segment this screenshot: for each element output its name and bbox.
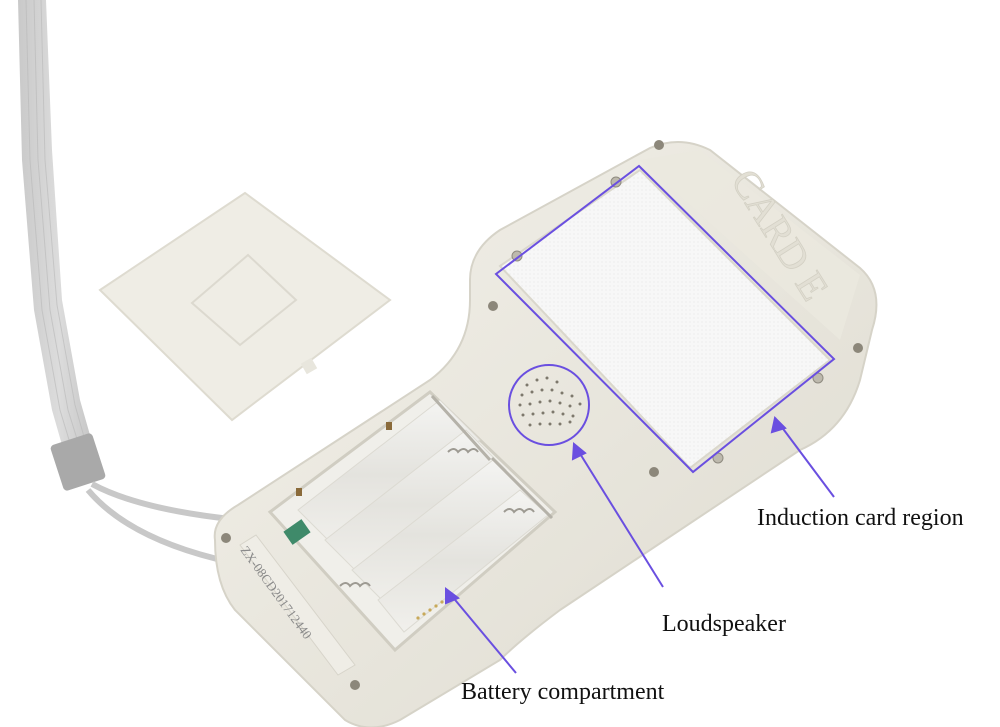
battery-compartment <box>267 390 558 653</box>
device-body: CARD E <box>213 140 878 727</box>
induction-panel <box>498 168 832 470</box>
mounting-holes <box>221 140 863 690</box>
battery-arrow-head <box>445 587 460 605</box>
lanyard <box>18 0 241 565</box>
speaker-grille <box>518 376 582 427</box>
battery-cover <box>98 191 392 422</box>
annotation-overlays <box>445 164 836 674</box>
strap-clip <box>50 433 106 491</box>
speaker-arrow-head <box>571 441 587 461</box>
induction-card-region-label: Induction card region <box>757 505 964 531</box>
induction-region-outline <box>494 164 836 474</box>
battery-arrow-line <box>445 588 517 674</box>
battery-compartment-label: Battery compartment <box>461 679 665 705</box>
loudspeaker-outline <box>508 364 590 446</box>
speaker-arrow-line <box>573 443 664 588</box>
induction-arrow-head <box>770 415 787 434</box>
induction-arrow-line <box>774 417 835 498</box>
battery-springs <box>339 448 535 588</box>
loudspeaker-label: Loudspeaker <box>662 611 786 637</box>
